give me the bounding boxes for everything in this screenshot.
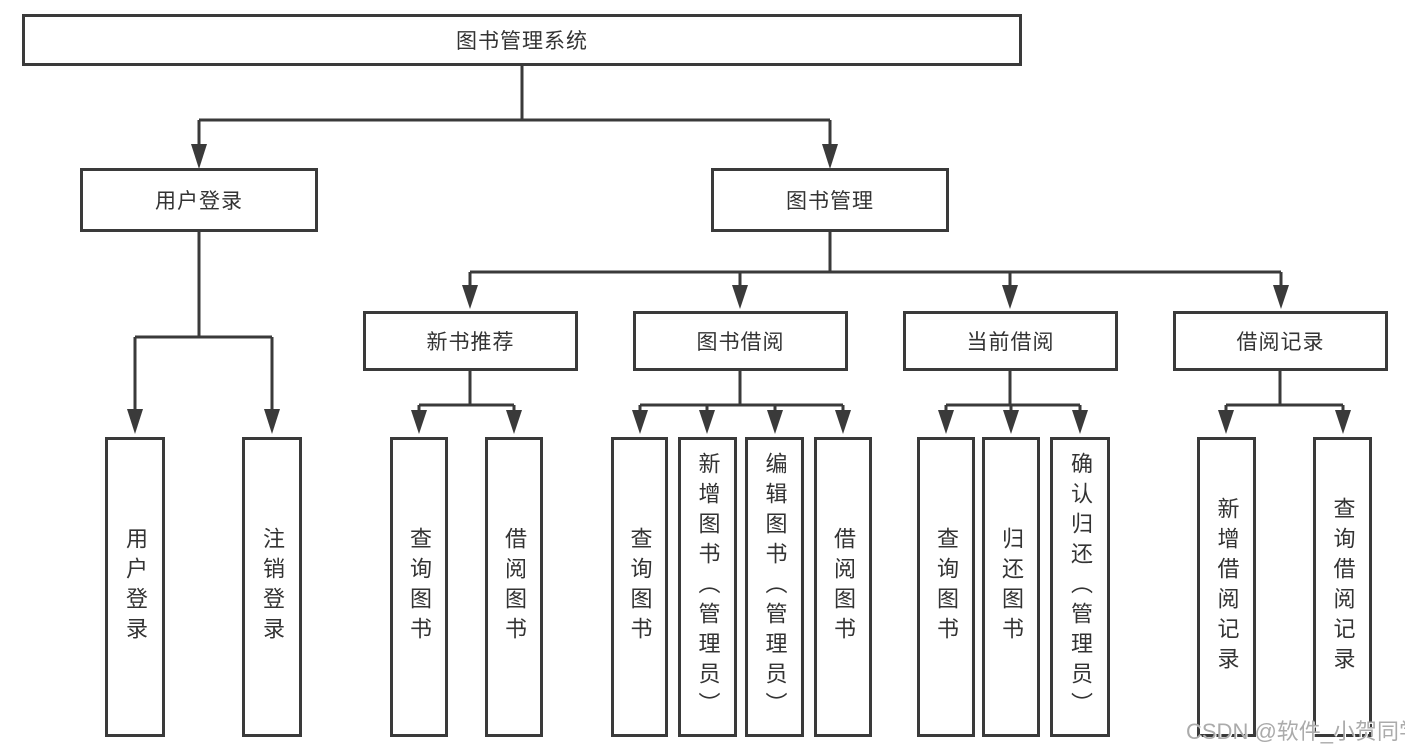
connector-new-book-recommend-children — [417, 371, 516, 412]
arrow-down-icon — [127, 409, 143, 434]
arrow-down-icon — [822, 144, 838, 169]
leaf-logout: 注销登录 — [242, 437, 302, 737]
leaf-label: 查询图书 — [407, 527, 432, 647]
arrowheads-current-borrow-children — [938, 410, 1088, 434]
arrowheads-new-book-recommend-children — [411, 410, 522, 434]
leaf-query-books-current: 查询图书 — [917, 437, 975, 737]
connector-root-to-level2 — [197, 66, 832, 147]
arrow-down-icon — [1002, 285, 1018, 309]
connector-book-borrow-children — [638, 371, 845, 412]
connector-user-login-children — [133, 232, 274, 413]
arrow-down-icon — [1003, 410, 1019, 434]
node-book-borrow: 图书借阅 — [633, 311, 848, 371]
leaf-label: 查询图书 — [934, 527, 959, 647]
node-new-book-recommend: 新书推荐 — [363, 311, 578, 371]
leaf-label: 借阅图书 — [831, 527, 856, 647]
arrow-down-icon — [462, 285, 478, 309]
arrowheads-book-borrow-children — [632, 410, 851, 434]
node-book-management: 图书管理 — [711, 168, 949, 232]
arrowheads-user-login-children — [127, 409, 280, 434]
leaf-edit-books-admin: 编辑图书（管理员） — [745, 437, 804, 737]
arrowheads-borrow-records-children — [1218, 410, 1351, 434]
arrowheads-root-to-level2 — [191, 144, 838, 169]
arrow-down-icon — [1335, 410, 1351, 434]
leaf-return-books: 归还图书 — [982, 437, 1040, 737]
leaf-user-login: 用户登录 — [105, 437, 165, 737]
node-label: 新书推荐 — [426, 331, 515, 354]
node-current-borrow: 当前借阅 — [903, 311, 1118, 371]
arrowheads-book-management-children — [462, 285, 1289, 309]
node-label: 图书管理系统 — [456, 30, 588, 53]
arrow-down-icon — [264, 409, 280, 434]
leaf-label: 编辑图书（管理员） — [762, 452, 788, 722]
connector-borrow-records-children — [1224, 371, 1345, 412]
leaf-borrow-books: 借阅图书 — [814, 437, 872, 737]
leaf-label: 借阅图书 — [502, 527, 527, 647]
arrow-down-icon — [835, 410, 851, 434]
connector-current-borrow-children — [944, 371, 1082, 412]
arrow-down-icon — [1072, 410, 1088, 434]
leaf-confirm-return-admin: 确认归还（管理员） — [1050, 437, 1110, 737]
csdn-watermark: CSDN @软件_小贺同学 — [1186, 719, 1405, 744]
arrow-down-icon — [699, 410, 715, 434]
leaf-label: 确认归还（管理员） — [1068, 452, 1093, 722]
arrow-down-icon — [767, 410, 783, 434]
leaf-label: 归还图书 — [999, 527, 1024, 647]
leaf-label: 新增图书（管理员） — [695, 452, 721, 722]
node-user-login: 用户登录 — [80, 168, 318, 232]
leaf-label: 注销登录 — [260, 527, 285, 647]
leaf-query-borrow-record: 查询借阅记录 — [1313, 437, 1372, 737]
leaf-query-books-recommend: 查询图书 — [390, 437, 448, 737]
arrow-down-icon — [411, 410, 427, 434]
leaf-query-books-borrow: 查询图书 — [611, 437, 668, 737]
arrow-down-icon — [1218, 410, 1234, 434]
arrow-down-icon — [938, 410, 954, 434]
leaf-borrow-books-recommend: 借阅图书 — [485, 437, 543, 737]
leaf-label: 查询图书 — [627, 527, 653, 647]
node-label: 图书管理 — [786, 190, 874, 213]
arrow-down-icon — [1273, 285, 1289, 309]
node-label: 当前借阅 — [966, 331, 1055, 354]
node-root-library-system: 图书管理系统 — [22, 14, 1022, 66]
arrow-down-icon — [732, 285, 748, 309]
leaf-label: 用户登录 — [123, 527, 148, 647]
leaf-label: 查询借阅记录 — [1330, 497, 1356, 677]
node-label: 图书借阅 — [696, 331, 785, 354]
arrow-down-icon — [191, 144, 207, 169]
connector-book-management-children — [468, 232, 1283, 288]
leaf-add-borrow-record: 新增借阅记录 — [1197, 437, 1256, 737]
node-label: 用户登录 — [155, 190, 243, 213]
leaf-label: 新增借阅记录 — [1214, 497, 1240, 677]
node-label: 借阅记录 — [1236, 331, 1325, 354]
node-borrow-records: 借阅记录 — [1173, 311, 1388, 371]
leaf-add-books-admin: 新增图书（管理员） — [678, 437, 737, 737]
arrow-down-icon — [632, 410, 648, 434]
arrow-down-icon — [506, 410, 522, 434]
